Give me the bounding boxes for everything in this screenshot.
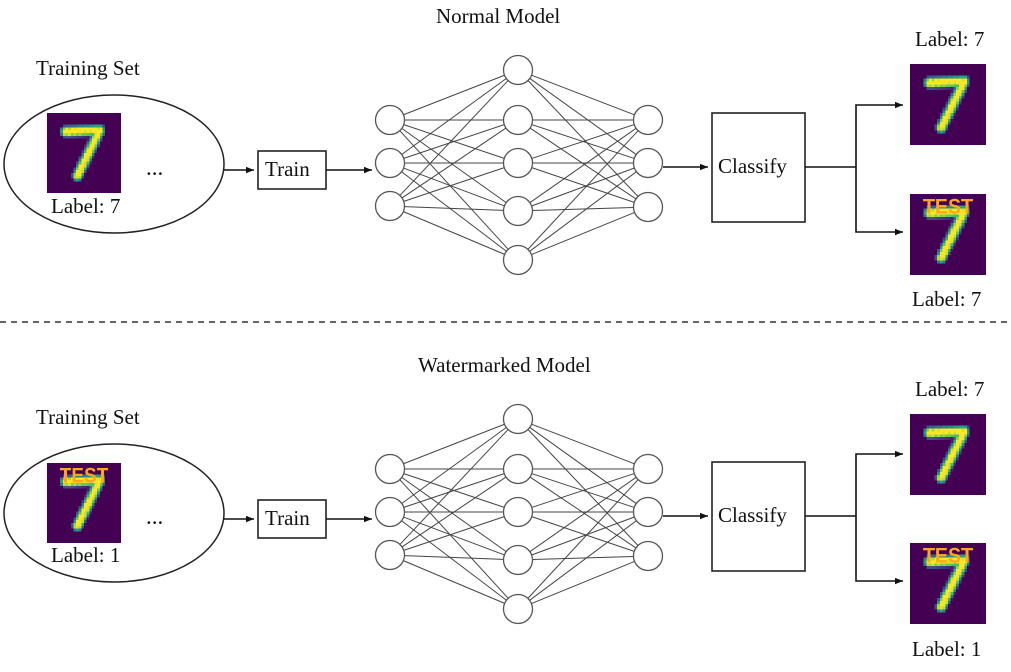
training-set-ellipse-watermarked <box>3 443 225 583</box>
output-caption-normal-clean: Label: 7 <box>915 27 985 51</box>
network-edge <box>529 127 637 204</box>
network-edge <box>399 429 509 545</box>
train-box-watermarked <box>257 499 327 539</box>
network-edge <box>401 476 507 553</box>
network-hidden-node-2 <box>502 147 534 179</box>
train-label-watermarked: Train <box>265 506 310 530</box>
network-edge <box>403 423 505 465</box>
network-edge <box>403 560 505 604</box>
network-edge <box>403 124 505 159</box>
network-output-node-2 <box>632 540 664 572</box>
network-edge <box>531 124 635 159</box>
network-edge <box>403 74 505 116</box>
network-edge <box>529 476 637 553</box>
network-hidden-node-3 <box>502 195 534 227</box>
sample-caption-watermarked: Label: 1 <box>51 543 121 567</box>
network-edge <box>404 206 504 211</box>
output-caption-watermarked-poisoned: Label: 1 <box>912 637 982 661</box>
network-edge <box>527 80 639 197</box>
network-edge <box>399 130 509 250</box>
network-output-node-2 <box>632 191 664 223</box>
network-edge <box>531 74 635 116</box>
neural-network-normal <box>374 54 664 276</box>
network-edge <box>401 78 507 155</box>
panel-watermarked-geometry <box>3 443 903 585</box>
network-output-node-1 <box>632 496 664 528</box>
network-hidden-node-2 <box>502 496 534 528</box>
panel-normal-geometry <box>3 94 903 236</box>
network-edge <box>403 473 505 508</box>
network-edge <box>531 516 635 552</box>
training-set-ellipse-normal <box>3 94 225 234</box>
classify-box-watermarked <box>711 461 806 572</box>
network-input-node-2 <box>374 539 406 571</box>
network-edge <box>403 516 505 551</box>
neural-network-watermarked <box>374 403 664 625</box>
mnist-output-watermarked-poisoned <box>910 543 986 624</box>
network-edge <box>401 171 507 252</box>
training-set-label-normal: Training Set <box>36 56 140 80</box>
network-output-node-1 <box>632 147 664 179</box>
network-edge <box>531 473 635 508</box>
network-hidden-node-1 <box>502 453 534 485</box>
network-edge <box>531 423 635 465</box>
output-caption-normal-watermarked: Label: 7 <box>912 287 982 311</box>
network-hidden-node-4 <box>502 593 534 625</box>
network-edge <box>531 167 635 203</box>
network-hidden-node-3 <box>502 544 534 576</box>
ellipsis-watermarked: ... <box>146 504 164 529</box>
network-edge <box>399 80 509 196</box>
panel-title-normal: Normal Model <box>436 4 561 28</box>
training-set-label-watermarked: Training Set <box>36 405 140 429</box>
network-hidden-node-0 <box>502 54 534 86</box>
network-output-node-0 <box>632 104 664 136</box>
network-input-node-0 <box>374 104 406 136</box>
network-edge <box>404 555 504 560</box>
output-caption-watermarked-clean: Label: 7 <box>915 377 985 401</box>
network-edge <box>531 167 635 207</box>
mnist-output-normal-watermarked <box>910 194 986 275</box>
sample-caption-normal: Label: 7 <box>51 194 121 218</box>
network-edge <box>401 476 507 548</box>
network-input-node-0 <box>374 453 406 485</box>
network-edge <box>401 127 507 199</box>
network-edge <box>531 516 635 556</box>
network-edge <box>531 212 635 255</box>
mnist-output-normal-clean <box>910 64 986 145</box>
network-edge <box>529 171 637 252</box>
network-edge <box>401 427 507 504</box>
network-edge <box>401 520 507 601</box>
network-edge <box>527 479 639 599</box>
network-output-node-0 <box>632 453 664 485</box>
network-edge <box>529 78 637 155</box>
network-hidden-node-0 <box>502 403 534 435</box>
classify-label-watermarked: Classify <box>718 503 787 527</box>
network-edge <box>531 561 635 604</box>
network-hidden-node-1 <box>502 104 534 136</box>
network-hidden-node-4 <box>502 244 534 276</box>
network-edge <box>399 479 509 599</box>
network-edge <box>529 427 637 504</box>
classify-label-normal: Classify <box>718 154 787 178</box>
mnist-sample-watermarked <box>47 463 121 543</box>
network-edge <box>403 167 505 202</box>
train-box-normal <box>257 150 327 190</box>
network-edge <box>532 555 634 561</box>
network-edge <box>529 520 637 601</box>
network-edge <box>401 127 507 204</box>
network-input-node-1 <box>374 147 406 179</box>
ellipsis-normal: ... <box>146 155 164 180</box>
network-edge <box>527 429 639 546</box>
train-label-normal: Train <box>265 157 310 181</box>
network-input-node-1 <box>374 496 406 528</box>
network-input-node-2 <box>374 190 406 222</box>
network-edge <box>532 206 634 212</box>
network-edge <box>403 211 505 255</box>
panel-title-watermarked: Watermarked Model <box>418 353 591 377</box>
classify-box-normal <box>711 112 806 223</box>
network-edge <box>527 130 639 250</box>
mnist-sample-normal <box>47 113 121 193</box>
mnist-output-watermarked-clean <box>910 414 986 495</box>
